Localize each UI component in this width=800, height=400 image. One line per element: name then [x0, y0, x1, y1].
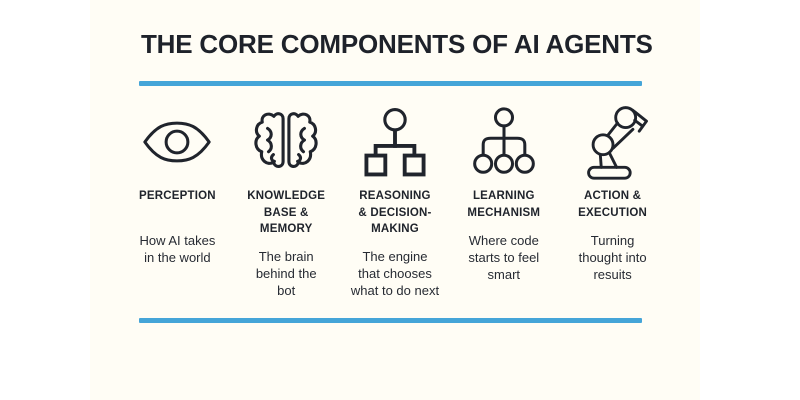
eye-icon	[142, 103, 212, 181]
column-action: ACTION & EXECUTION Turning thought into …	[558, 103, 667, 299]
page-title: THE CORE COMPONENTS OF AI AGENTS	[141, 29, 653, 59]
components-row: PERCEPTION How AI takes in the world K	[123, 103, 667, 299]
top-divider	[139, 81, 642, 86]
robot-arm-icon	[575, 103, 651, 181]
column-learning: LEARNING MECHANISM Where code starts to …	[449, 103, 558, 299]
column-perception: PERCEPTION How AI takes in the world	[123, 103, 232, 299]
column-heading: ACTION & EXECUTION	[578, 190, 648, 219]
column-description: Where code starts to feel smart	[468, 233, 540, 282]
column-description: How AI takes in the world	[139, 233, 216, 265]
flowchart-icon	[364, 103, 426, 181]
column-heading: REASONING & DECISION- MAKING	[358, 190, 432, 235]
hierarchy-icon	[472, 103, 536, 181]
column-reasoning: REASONING & DECISION- MAKING The engine …	[341, 103, 450, 299]
column-heading: KNOWLEDGE BASE & MEMORY	[247, 190, 326, 235]
brain-icon	[253, 103, 319, 181]
column-heading: LEARNING MECHANISM	[467, 190, 541, 219]
column-description: The brain behind the bot	[255, 248, 317, 298]
column-heading: PERCEPTION	[139, 190, 216, 202]
infographic-panel: THE CORE COMPONENTS OF AI AGENTS PERCEPT…	[90, 0, 700, 400]
column-description: Turning thought into resuits	[578, 233, 647, 282]
column-knowledge-base: KNOWLEDGE BASE & MEMORY The brain behind…	[232, 103, 341, 299]
bottom-divider	[139, 318, 642, 323]
column-description: The engine that chooses what to do next	[350, 248, 440, 298]
